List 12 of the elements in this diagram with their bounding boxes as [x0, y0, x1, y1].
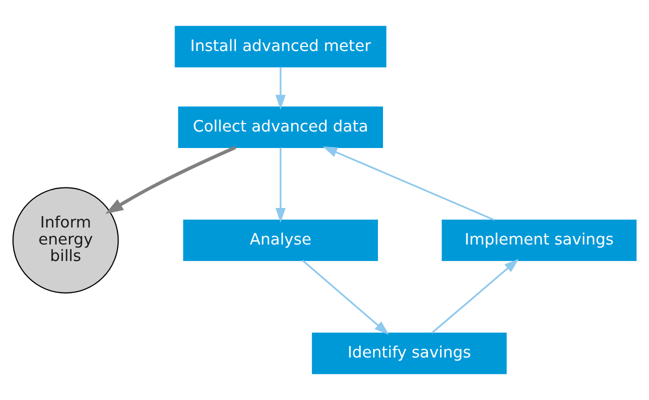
node-box: Analyse — [183, 220, 378, 262]
arrow — [275, 148, 286, 223]
arrow — [322, 146, 495, 221]
node-box: Install advanced meter — [174, 26, 386, 68]
arrow — [302, 260, 389, 335]
arrow — [105, 146, 236, 214]
arrow — [275, 67, 286, 110]
node-box: Collect advanced data — [178, 106, 383, 148]
node-circle: Inform energy bills — [12, 187, 119, 294]
node-box: Identify savings — [312, 332, 507, 374]
node-box: Implement savings — [442, 220, 637, 262]
arrow — [431, 258, 519, 334]
